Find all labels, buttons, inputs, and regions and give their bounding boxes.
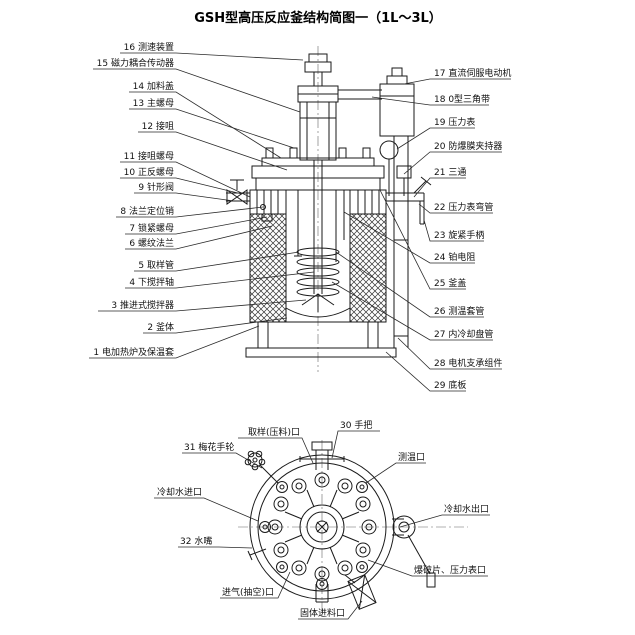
leader-8	[116, 206, 264, 218]
leader-24	[343, 211, 475, 264]
leader-4	[125, 271, 315, 289]
cooling-outlet-mechanism-drawing	[392, 515, 436, 588]
leader-burst-port	[367, 559, 488, 577]
leader-11	[120, 161, 251, 198]
port-label-handle: 30 手把	[340, 419, 372, 431]
port-label-sampling: 取样(压料)口	[248, 426, 300, 438]
leader-21	[413, 177, 466, 198]
leader-1	[89, 325, 260, 359]
cover-bolts-drawing	[267, 472, 377, 582]
leader-22	[418, 203, 493, 214]
port-label-burst: 爆破片、压力表口	[414, 564, 486, 576]
port-label-cooling-out: 冷却水出口	[444, 503, 489, 515]
stirrer-internals-drawing	[294, 160, 345, 312]
part-label-stirring-shaft: 4 下搅拌轴	[129, 276, 174, 288]
part-label-base-plate: 29 底板	[434, 379, 466, 391]
part-label-membrane-holder: 20 防爆膜夹持器	[434, 140, 502, 152]
v-belt-drawing	[338, 89, 382, 100]
leader-27	[331, 281, 493, 341]
part-label-magnetic-coupling: 15 磁力耦合传动器	[97, 57, 174, 69]
part-label-kettle-cover: 25 釜盖	[434, 277, 466, 289]
part-label-nozzle-nut: 11 接咀螺母	[124, 150, 174, 162]
leader-6	[125, 225, 273, 250]
part-label-nozzle: 12 接咀	[142, 120, 174, 132]
part-label-heater-jacket: 1 电加热炉及保温套	[93, 346, 174, 358]
part-label-speed-device: 16 测速装置	[124, 41, 174, 53]
leader-15	[93, 68, 301, 113]
leader-5	[134, 251, 300, 272]
water-nozzle-drawing	[247, 548, 267, 561]
servo-motor-drawing	[379, 67, 415, 137]
leader-12	[138, 131, 288, 171]
leader-32-nozzle	[178, 546, 253, 549]
leader-cooling-in	[154, 497, 259, 522]
part-label-tee: 21 三通	[434, 167, 466, 178]
port-label-solid-feed: 固体进料口	[300, 607, 345, 619]
leader-23	[423, 219, 484, 242]
leader-18	[371, 96, 489, 106]
part-label-needle-valve: 9 针形阀	[138, 181, 174, 193]
leader-28	[397, 337, 502, 370]
leader-3	[98, 299, 307, 312]
leader-17	[403, 78, 511, 85]
leader-31-handwheel	[182, 452, 263, 469]
burst-membrane-holder-drawing	[396, 165, 412, 196]
leader-30-handle	[331, 430, 380, 459]
pressure-gauge-drawing	[379, 140, 399, 196]
part-label-thermowell: 26 测温套管	[434, 305, 484, 317]
leader-cooling-out	[399, 514, 490, 528]
part-label-feed-cover: 14 加料盖	[133, 80, 174, 92]
leader-20	[403, 151, 502, 175]
leader-sampling-port	[238, 437, 314, 464]
kettle-cover-drawing	[251, 147, 385, 191]
part-label-servo-motor: 17 直流伺服电动机	[434, 67, 511, 79]
part-label-threaded-flange: 6 螺纹法兰	[129, 237, 174, 249]
leader-7	[125, 216, 268, 235]
cover-ports-drawing	[259, 481, 368, 590]
leader-2	[143, 317, 288, 334]
kettle-body-drawing	[249, 189, 387, 323]
plum-handwheel-drawing	[244, 450, 279, 484]
leader-gas-port	[220, 571, 291, 599]
part-label-pressure-gauge: 19 压力表	[434, 116, 475, 128]
leader-14	[129, 91, 282, 159]
part-label-double-nut: 10 正反螺母	[124, 167, 174, 178]
base-plate-drawing	[245, 321, 397, 358]
cover-top-view-drawing	[249, 454, 395, 600]
part-label-sampling-tube: 5 取样管	[138, 259, 174, 271]
part-label-tightening-handle: 23 旋紧手柄	[434, 229, 484, 241]
part-label-main-nut: 13 主螺母	[133, 97, 174, 109]
part-label-gauge-bend-pipe: 22 压力表弯管	[434, 201, 493, 213]
leader-13	[129, 108, 295, 149]
part-label-platinum-resistor: 24 铂电阻	[434, 251, 475, 263]
part-label-cooling-coil: 27 内冷却盘管	[434, 328, 493, 340]
part-label-motor-support: 28 电机支承组件	[434, 357, 502, 369]
port-label-gas: 进气(抽空)口	[222, 586, 274, 598]
leader-temp-port	[365, 462, 426, 484]
leader-29	[385, 351, 466, 392]
leader-solid-feed	[298, 600, 363, 620]
part-label-v-belt: 18 0型三角带	[434, 93, 490, 105]
leader-25	[379, 189, 466, 290]
leader-10	[120, 177, 243, 195]
port-label-plum-handwheel: 31 梅花手轮	[184, 441, 234, 453]
port-label-cooling-in: 冷却水进口	[157, 486, 202, 498]
port-label-temp: 测温口	[398, 452, 425, 463]
leader-19	[396, 127, 475, 150]
diagram-title: GSH型高压反应釜结构简图一（1L～3L）	[194, 10, 442, 26]
part-label-propeller: 3 推进式搅拌器	[111, 299, 174, 311]
part-label-kettle-body: 2 釜体	[147, 321, 174, 333]
speed-device-drawing	[304, 53, 332, 86]
magnetic-coupling-drawing	[297, 85, 339, 161]
leader-16	[120, 52, 304, 61]
leader-9	[134, 192, 235, 202]
port-label-water-nozzle: 32 水嘴	[180, 535, 212, 547]
part-label-flange-pin: 8 法兰定位销	[120, 205, 174, 217]
sampling-tube-top-drawing	[299, 441, 345, 470]
part-label-lock-nut: 7 锁紧螺母	[129, 222, 174, 234]
right-piping-drawing	[386, 176, 432, 225]
solid-feed-chute-drawing	[315, 574, 377, 610]
leader-26	[335, 251, 484, 318]
